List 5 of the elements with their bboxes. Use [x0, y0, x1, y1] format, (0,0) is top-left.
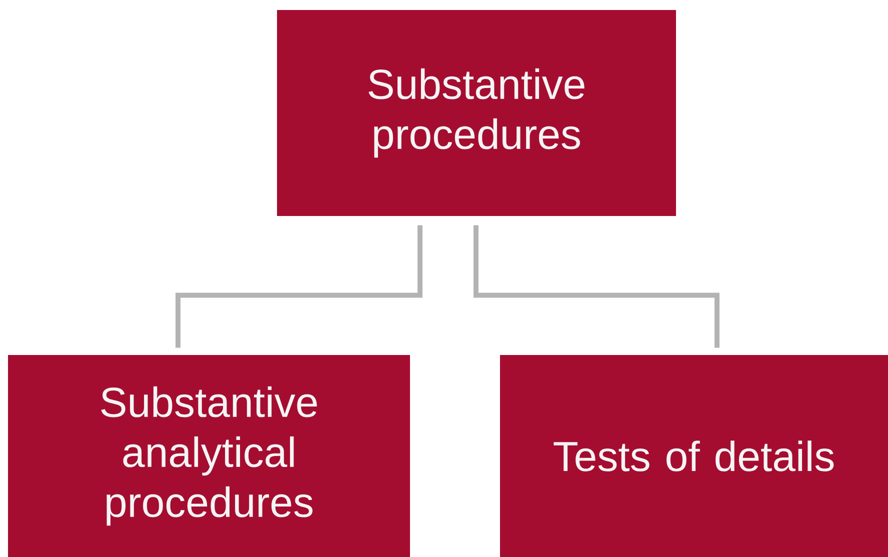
process-box: Substantive analytical procedures — [8, 355, 410, 557]
process-box: Substantive procedures — [277, 10, 676, 216]
process-box: Tests of details — [500, 355, 888, 557]
connector-line — [474, 225, 720, 348]
connector-line — [176, 225, 422, 348]
